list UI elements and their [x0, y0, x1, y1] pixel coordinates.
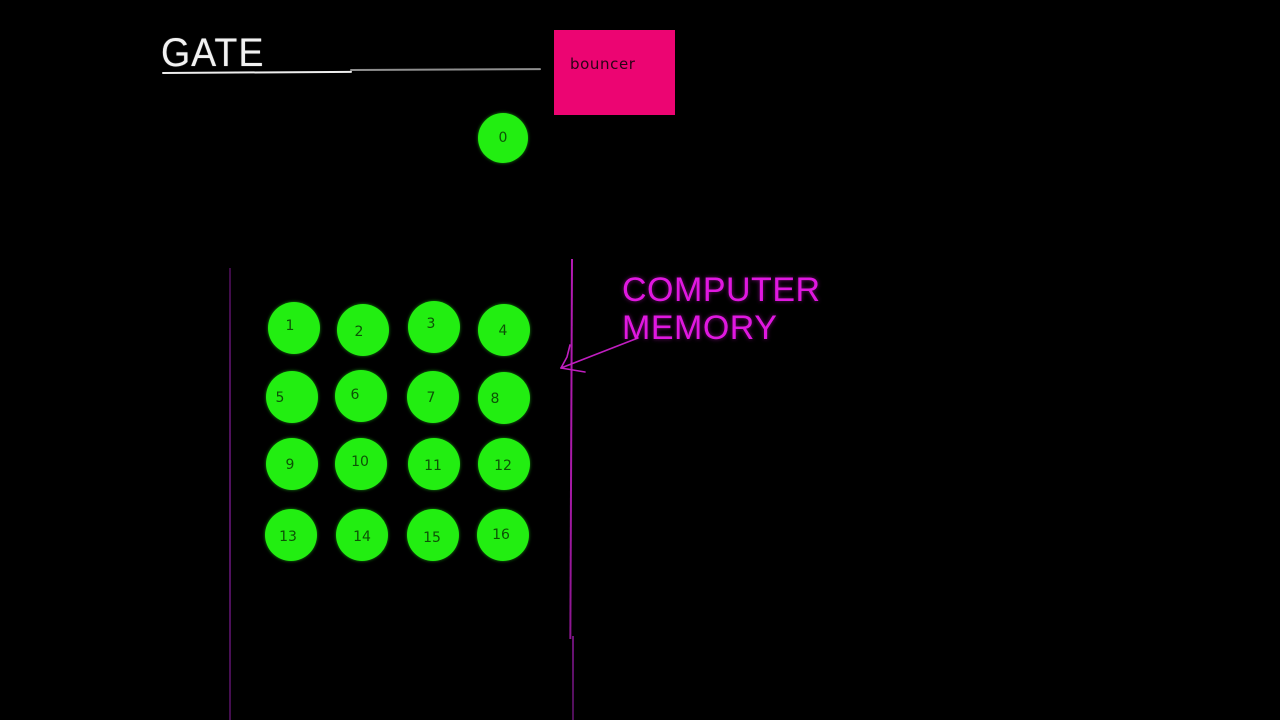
memory-cell[interactable]: 11: [408, 438, 460, 490]
incoming-node-label: 0: [498, 130, 508, 146]
memory-cell[interactable]: 5: [266, 371, 318, 423]
memory-cell-label: 2: [354, 324, 364, 340]
computer-memory-label: COMPUTER MEMORY: [622, 271, 821, 347]
memory-cell[interactable]: 2: [337, 304, 389, 356]
memory-cell[interactable]: 14: [336, 509, 388, 561]
memory-cell-label: 14: [353, 529, 371, 545]
memory-cell-label: 4: [498, 323, 508, 339]
memory-cell[interactable]: 4: [478, 304, 530, 356]
memory-boundary-right: [569, 258, 573, 640]
memory-boundary-right-lower: [572, 636, 574, 720]
incoming-node-0[interactable]: 0: [478, 113, 528, 163]
memory-cell[interactable]: 12: [478, 438, 530, 490]
memory-cell[interactable]: 7: [407, 371, 459, 423]
memory-cell[interactable]: 8: [478, 372, 530, 424]
memory-cell-label: 5: [275, 390, 285, 406]
bouncer-label: bouncer: [570, 55, 636, 73]
memory-pointer-arrow: [560, 337, 639, 373]
memory-cell[interactable]: 3: [408, 301, 460, 353]
title-underline-segment-secondary: [349, 68, 542, 71]
memory-cell-label: 16: [492, 527, 510, 543]
computer-memory-label-line-1: COMPUTER: [622, 271, 821, 309]
memory-cell-label: 9: [285, 457, 295, 473]
memory-cell-label: 6: [350, 387, 360, 403]
memory-cell-label: 12: [494, 458, 512, 474]
memory-cell-label: 11: [424, 458, 442, 474]
memory-cell-label: 15: [423, 530, 441, 546]
memory-cell-label: 8: [490, 391, 500, 407]
memory-cell[interactable]: 10: [335, 438, 387, 490]
memory-cell[interactable]: 15: [407, 509, 459, 561]
computer-memory-label-line-2: MEMORY: [622, 309, 778, 347]
memory-cell[interactable]: 16: [477, 509, 529, 561]
bouncer-box[interactable]: bouncer: [554, 30, 675, 115]
memory-cell[interactable]: 9: [266, 438, 318, 490]
memory-cell-label: 1: [285, 318, 295, 334]
memory-cell-label: 3: [426, 316, 436, 332]
memory-cell[interactable]: 13: [265, 509, 317, 561]
memory-cell-label: 7: [426, 390, 436, 406]
memory-boundary-left: [229, 268, 231, 720]
memory-cell-label: 10: [351, 454, 369, 470]
memory-cell-label: 13: [279, 529, 297, 545]
page-title: GATE: [161, 31, 265, 75]
memory-cell[interactable]: 6: [335, 370, 387, 422]
memory-cell[interactable]: 1: [268, 302, 320, 354]
